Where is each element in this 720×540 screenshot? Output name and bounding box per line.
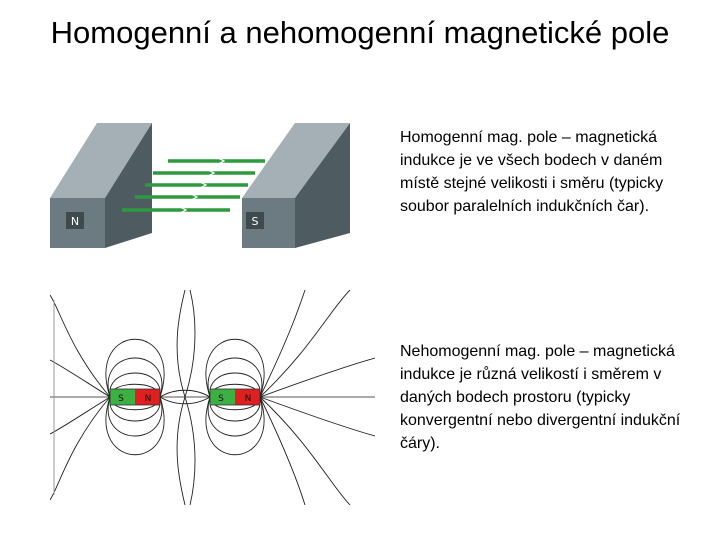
inhomogeneous-field-figure: S N S N [49,289,376,506]
left-bar-magnet [50,123,152,248]
bar-magnet-2: S N [209,388,261,406]
magnet-2-n-label: N [245,394,252,404]
right-pole-badge [246,212,264,229]
right-bar-magnet [242,123,350,248]
parallel-field-lines [122,159,265,212]
inhomogeneous-description: Nehomogenní mag. pole – magnetická induk… [400,343,681,452]
field-direction-arrows [179,157,226,214]
homogeneous-description: Homogenní mag. pole – magnetická indukce… [400,129,664,215]
left-pole-label: N [71,215,79,228]
bar-magnet-1: S N [109,388,161,406]
magnet-1-s-label: S [118,394,124,404]
magnet-1-n-label: N [145,394,152,404]
homogeneous-field-figure: N S [50,118,355,253]
slide-title: Homogenní a nehomogenní magnetické pole [50,15,670,50]
magnet-2-s-label: S [218,394,224,404]
right-pole-label: S [252,215,259,228]
left-pole-badge [66,212,84,229]
